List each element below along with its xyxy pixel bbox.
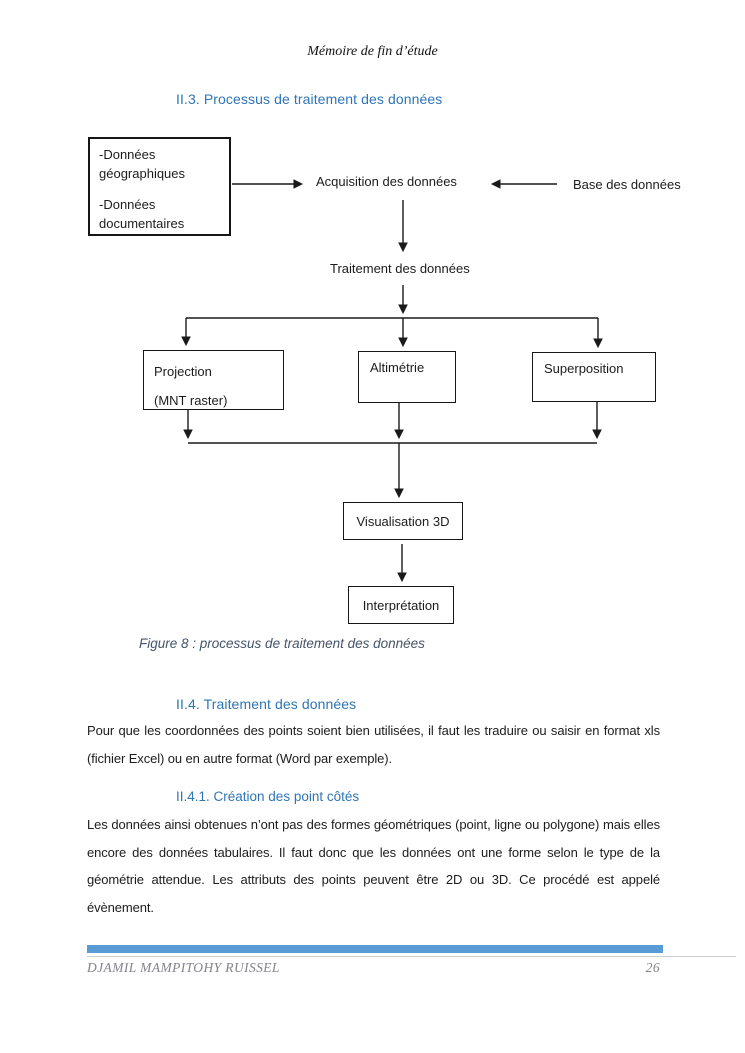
flowchart-label-base-donnees: Base des données	[573, 177, 681, 192]
flowchart-box-superposition: Superposition	[532, 352, 656, 402]
projection-subtitle: (MNT raster)	[154, 393, 228, 408]
figure-caption: Figure 8 : processus de traitement des d…	[139, 636, 425, 651]
flowchart-box-sources: -Données géographiques -Données document…	[88, 137, 231, 236]
flowchart-box-projection: Projection (MNT raster)	[143, 350, 284, 410]
section-heading-ii3: II.3. Processus de traitement des donnée…	[176, 91, 443, 107]
section-heading-ii4-1: II.4.1. Création des point côtés	[176, 789, 360, 804]
paragraph-section-ii4: Pour que les coordonnées des points soie…	[87, 723, 660, 766]
projection-title: Projection	[154, 364, 212, 379]
footer-divider	[87, 956, 736, 957]
footer: DJAMIL MAMPITOHY RUISSEL 26	[87, 960, 660, 976]
footer-author: DJAMIL MAMPITOHY RUISSEL	[87, 960, 280, 975]
section-heading-ii4: II.4. Traitement des données	[176, 696, 357, 712]
flowchart-label-acquisition: Acquisition des données	[316, 174, 457, 189]
flowchart-box-visualisation-3d: Visualisation 3D	[343, 502, 463, 540]
flowchart-box-altimetrie: Altimétrie	[358, 351, 456, 403]
sources-item-geographiques: -Données géographiques	[99, 147, 186, 181]
footer-accent-bar	[87, 945, 663, 953]
running-header: Mémoire de fin d’étude	[307, 44, 438, 59]
flowchart-box-interpretation: Interprétation	[348, 586, 454, 624]
footer-page-number: 26	[645, 960, 660, 975]
paragraph-section-ii4-1: Les données ainsi obtenues n’ont pas des…	[87, 817, 660, 915]
sources-item-documentaires: -Données documentaires	[99, 197, 185, 231]
flowchart-label-traitement: Traitement des données	[330, 261, 470, 276]
